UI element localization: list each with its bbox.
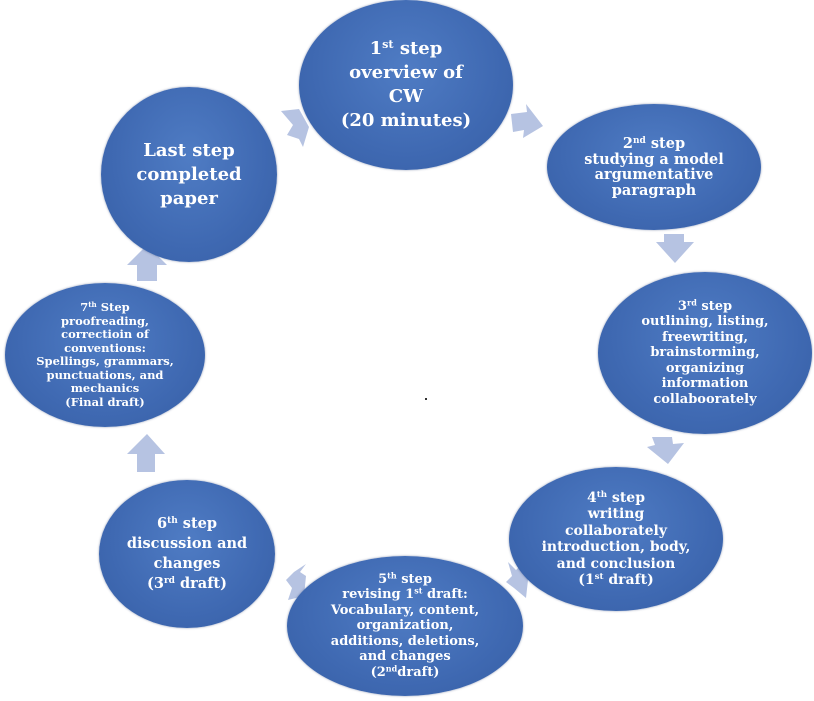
node-text-line: completed [136,163,242,185]
node-text-line: and changes [359,649,451,665]
node-text-line: paragraph [611,181,697,199]
node-text-line: Spellings, grammars, [36,354,174,368]
arrow-down-icon [647,437,684,464]
node-text-line: 7th Step [80,300,130,314]
node-text-line: CW [388,86,424,107]
node-text-line: correctioin of [61,327,149,341]
node-text-line: information [661,376,749,392]
node-text-line: introduction, body, [541,539,691,555]
node-text-line: studying a model [584,150,724,168]
node-text-line: mechanics [70,381,140,395]
node-text-line: 3rd step [677,297,733,314]
node-text-line: conventions: [64,340,146,355]
arrow-right-icon [511,104,543,138]
node-text-line: (20 minutes) [340,110,472,131]
node-text-line: (1st draft) [578,572,654,588]
node-text-line: brainstorming, [650,345,760,361]
node-text-line: (2nddraft) [370,663,440,680]
node-text-line: Vocabulary, content, [330,602,480,618]
center-dot [425,398,427,400]
node-text-line: and conclusion [556,555,676,572]
node-text-line: writing [587,506,645,522]
node-text-line: Last step [143,139,235,161]
node-text-line: organization, [356,618,454,634]
node-text-line: additions, deletions, [330,633,480,649]
node-text-line: organizing [665,360,745,376]
node-text-line: 6th step [156,515,218,532]
node-text-line: (3rd draft) [147,575,227,592]
arrow-up-right-icon [281,109,309,147]
node-text-line: overview of [349,62,463,83]
arrow-up-icon [127,245,167,281]
node-step-1: 1st step overview of CW (20 minutes) [299,0,513,170]
node-text-line: 4th step [587,489,645,506]
node-text-line: changes [153,555,221,572]
node-text-line: outlining, listing, [641,314,769,330]
arrow-up-icon [127,434,165,472]
node-text-line: freewriting, [662,329,748,345]
node-text-line: (Final draft) [65,394,145,409]
node-text-line: revising 1st draft: [342,585,468,603]
node-text-line: discussion and [126,535,248,552]
node-text-line: 2nd step [622,135,686,152]
arrow-down-icon [656,234,694,263]
node-text-line: 1st step [369,37,443,59]
node-text-line: collaborately [565,522,667,539]
node-text-line: collaboorately [653,391,757,407]
node-text-line: argumentative [594,166,714,183]
node-text-line: paper [160,187,218,209]
node-text-line: proofreading, [60,313,150,328]
node-step-6: 6th step discussion and changes (3rd draft) [99,480,275,628]
node-text-line: 5th step [378,570,432,587]
node-text-line: punctuations, and [46,367,164,382]
